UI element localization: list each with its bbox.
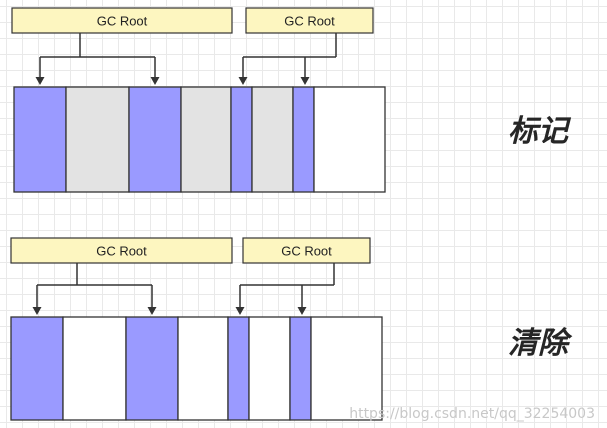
mark-memory-cell-free [313,86,386,193]
mark-reference-arrow-head [300,77,310,85]
sweep-gc-root-label: GC Root [281,244,332,259]
mark-memory-cell-unmarked [180,86,232,193]
mark-gc-root-box [245,7,374,34]
sweep-memory-cell-marked [10,316,64,421]
mark-memory-cell-unmarked [65,86,130,193]
sweep-memory-cell-marked [125,316,179,421]
sweep-reference-arrow-head [32,307,42,315]
mark-memory-cell-marked [128,86,182,193]
watermark-text: https://blog.csdn.net/qq_32254003 [349,406,595,422]
sweep-memory-cell-free [310,316,383,421]
sweep-gc-root-box [242,237,371,264]
sweep-reference-arrow-head [147,307,157,315]
sweep-gc-root-label: GC Root [96,244,147,259]
sweep-memory-cell-marked [289,316,312,421]
mark-memory-cell-marked [13,86,67,193]
mark-gc-root-label: GC Root [97,14,148,29]
sweep-memory-cell-free [177,316,229,421]
mark-memory-cell-marked [230,86,253,193]
mark-reference-arrow-head [150,77,160,85]
sweep-memory-cell-marked [227,316,250,421]
mark-reference-arrow-head [35,77,45,85]
sweep-reference-arrow-head [297,307,307,315]
sweep-gc-root-box [10,237,233,264]
mark-memory-cell-marked [292,86,315,193]
mark-reference-arrow-head [238,77,248,85]
sweep-memory-cell-free [62,316,127,421]
sweep-phase-label: 清除 [508,326,568,361]
mark-gc-root-label: GC Root [284,14,335,29]
mark-memory-cell-unmarked [251,86,294,193]
mark-phase-label: 标记 [508,114,568,149]
sweep-memory-cell-free [248,316,291,421]
sweep-reference-arrow-head [235,307,245,315]
mark-gc-root-box [11,7,233,34]
